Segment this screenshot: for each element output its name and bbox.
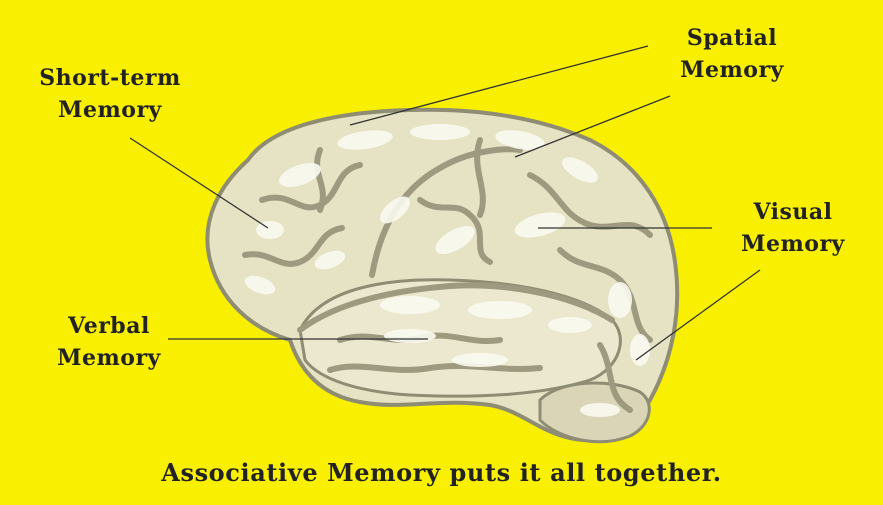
label-short-term-line1: Short-term [39,65,181,91]
brain-gyri-highlights [244,124,650,417]
label-visual-memory: Visual Memory [718,196,868,260]
label-spatial-memory: Spatial Memory [662,22,802,86]
label-verbal-memory: Verbal Memory [34,310,184,374]
leader-lines [129,45,761,361]
label-visual-line1: Visual [753,199,833,225]
label-short-term-line2: Memory [58,97,162,123]
leader-line-visual-2 [635,269,761,361]
label-verbal-line1: Verbal [68,313,150,339]
label-short-term-memory: Short-term Memory [20,62,200,126]
leader-line-spatial-1 [349,45,649,126]
label-verbal-line2: Memory [57,345,161,371]
label-visual-line2: Memory [741,231,845,257]
diagram-caption: Associative Memory puts it all together. [161,458,722,487]
label-spatial-line2: Memory [680,57,784,83]
leader-line-short-term [129,137,269,229]
brain-sulci [242,137,653,413]
leader-line-spatial-2 [514,95,671,158]
label-spatial-line1: Spatial [686,25,778,51]
